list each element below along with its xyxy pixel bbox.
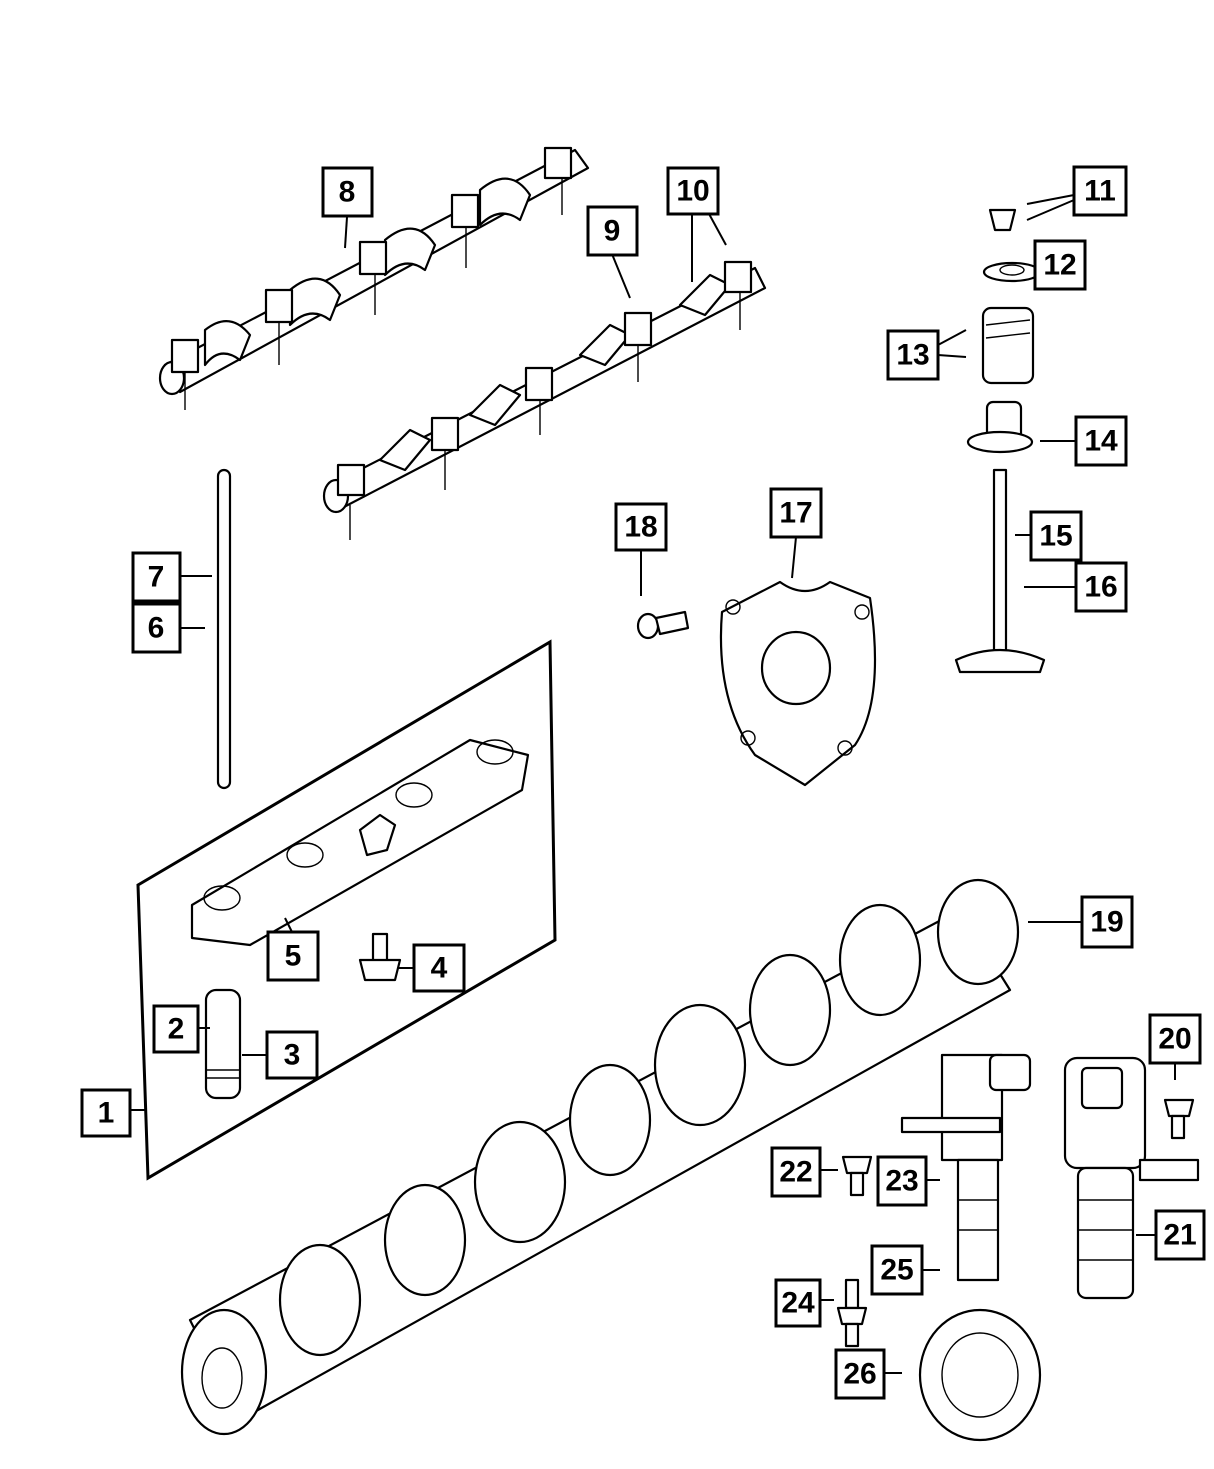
callout-21: 21 bbox=[1154, 1209, 1206, 1261]
callout-2: 2 bbox=[152, 1004, 200, 1054]
callout-label: 1 bbox=[98, 1097, 115, 1130]
plate-screw bbox=[636, 610, 690, 640]
rocker-shaft-lower bbox=[322, 260, 767, 540]
callout-label: 6 bbox=[148, 612, 165, 645]
callout-label: 3 bbox=[284, 1039, 301, 1072]
callout-3: 3 bbox=[265, 1030, 319, 1080]
callout-9: 9 bbox=[586, 205, 639, 257]
callout-17: 17 bbox=[769, 487, 823, 539]
callout-4: 4 bbox=[412, 943, 466, 993]
callout-16: 16 bbox=[1074, 561, 1128, 613]
bolt-24 bbox=[836, 1278, 868, 1348]
callout-18: 18 bbox=[614, 502, 668, 552]
callout-7: 7 bbox=[131, 551, 182, 603]
callout-label: 14 bbox=[1084, 425, 1118, 458]
callout-label: 23 bbox=[885, 1165, 918, 1198]
callout-label: 11 bbox=[1084, 175, 1116, 208]
callout-10: 10 bbox=[666, 166, 720, 216]
bolt-22 bbox=[841, 1155, 873, 1197]
callout-label: 8 bbox=[339, 176, 356, 209]
callout-12: 12 bbox=[1033, 239, 1087, 291]
callout-20: 20 bbox=[1148, 1013, 1202, 1065]
guide-bolt bbox=[358, 932, 402, 982]
callout-label: 19 bbox=[1090, 906, 1123, 939]
callout-5: 5 bbox=[266, 930, 320, 982]
camshaft bbox=[180, 878, 1020, 1436]
callout-label: 2 bbox=[168, 1013, 185, 1046]
callout-label: 5 bbox=[285, 940, 302, 973]
callout-26: 26 bbox=[834, 1348, 886, 1400]
retainer-plate bbox=[719, 580, 877, 787]
callout-label: 12 bbox=[1043, 249, 1076, 282]
callout-6: 6 bbox=[131, 602, 182, 654]
bolt-20 bbox=[1163, 1098, 1195, 1140]
callout-22: 22 bbox=[770, 1146, 822, 1198]
callout-19: 19 bbox=[1080, 895, 1134, 949]
leader-lines bbox=[130, 194, 1176, 1374]
callout-label: 17 bbox=[779, 497, 812, 530]
push-rod bbox=[216, 468, 232, 790]
lifter-kit-border bbox=[136, 639, 557, 1181]
callout-label: 24 bbox=[781, 1287, 815, 1320]
callout-label: 10 bbox=[676, 175, 709, 208]
callout-15: 15 bbox=[1029, 510, 1083, 562]
valve-components bbox=[954, 208, 1046, 674]
callout-label: 4 bbox=[431, 952, 448, 985]
callout-label: 16 bbox=[1084, 571, 1117, 604]
callout-13: 13 bbox=[886, 329, 940, 381]
callout-label: 26 bbox=[843, 1358, 876, 1391]
callout-23: 23 bbox=[876, 1155, 928, 1207]
callout-label: 20 bbox=[1158, 1023, 1191, 1056]
callout-11: 11 bbox=[1072, 165, 1128, 217]
hydraulic-lifter bbox=[204, 988, 242, 1100]
oil-control-valve bbox=[1063, 1056, 1200, 1300]
callout-label: 13 bbox=[896, 339, 929, 372]
callout-label: 15 bbox=[1039, 520, 1072, 553]
rocker-shaft-upper bbox=[158, 146, 590, 410]
callout-25: 25 bbox=[870, 1244, 924, 1296]
callout-label: 18 bbox=[624, 511, 657, 544]
callout-label: 7 bbox=[148, 561, 165, 594]
callout-1: 1 bbox=[80, 1088, 132, 1138]
cam-sensor bbox=[900, 1053, 1032, 1282]
camshaft-seal bbox=[918, 1308, 1042, 1442]
callout-label: 9 bbox=[604, 215, 621, 248]
lifter-guide bbox=[190, 738, 530, 947]
callout-label: 25 bbox=[880, 1254, 913, 1287]
callout-14: 14 bbox=[1074, 415, 1128, 467]
callout-8: 8 bbox=[321, 166, 374, 218]
callout-label: 21 bbox=[1163, 1219, 1196, 1252]
callout-label: 22 bbox=[779, 1156, 812, 1189]
callout-24: 24 bbox=[774, 1278, 822, 1328]
